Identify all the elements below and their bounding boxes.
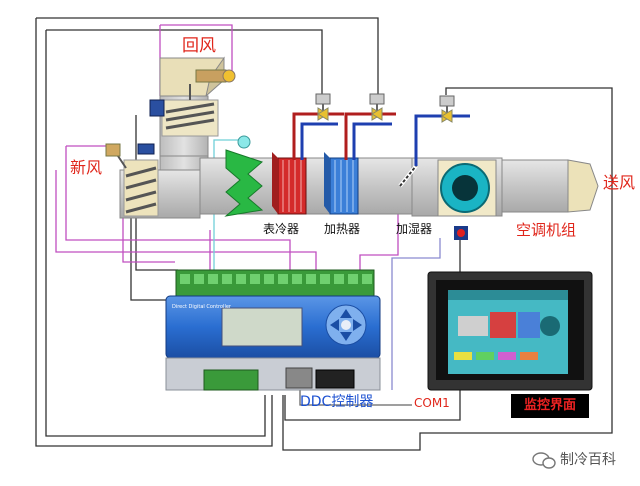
wechat-icon bbox=[532, 452, 556, 469]
return-air-label: 回风 bbox=[182, 36, 216, 56]
fresh-air-label: 新风 bbox=[70, 158, 103, 177]
cooling-coil-label: 表冷器 bbox=[263, 222, 300, 236]
ahu-label: 空调机组 bbox=[516, 221, 577, 239]
ddc-controller: Direct Digital Controller bbox=[165, 269, 381, 391]
heating-coil-label: 加热器 bbox=[324, 222, 361, 236]
pressure-sensor-icon bbox=[149, 99, 165, 117]
heating-valve-icon bbox=[344, 93, 396, 160]
control-wiring bbox=[35, 17, 613, 451]
com-port-label: COM1 bbox=[414, 396, 450, 410]
temp-sensor-icon bbox=[137, 143, 155, 155]
ddc-controller-label: DDC控制器 bbox=[300, 394, 374, 410]
supply-air-label: 送风 bbox=[603, 173, 636, 192]
watermark-label: 制冷百科 bbox=[560, 452, 616, 468]
fan-icon bbox=[437, 159, 497, 240]
humidifier-icon bbox=[398, 164, 418, 188]
touch-panel bbox=[427, 271, 593, 391]
fresh-damper-icon bbox=[105, 143, 159, 217]
filter-icon bbox=[224, 135, 264, 217]
monitor-interface-label: 监控界面 bbox=[511, 394, 589, 418]
cooling-valve-icon bbox=[292, 93, 344, 160]
humidifier-label: 加湿器 bbox=[396, 222, 433, 236]
return-damper-icon bbox=[161, 69, 236, 137]
cooling-coil-icon bbox=[272, 152, 307, 215]
heating-coil-icon bbox=[324, 152, 359, 215]
controller-brand-text: Direct Digital Controller bbox=[172, 304, 232, 310]
humidifier-valve-icon bbox=[414, 95, 470, 166]
